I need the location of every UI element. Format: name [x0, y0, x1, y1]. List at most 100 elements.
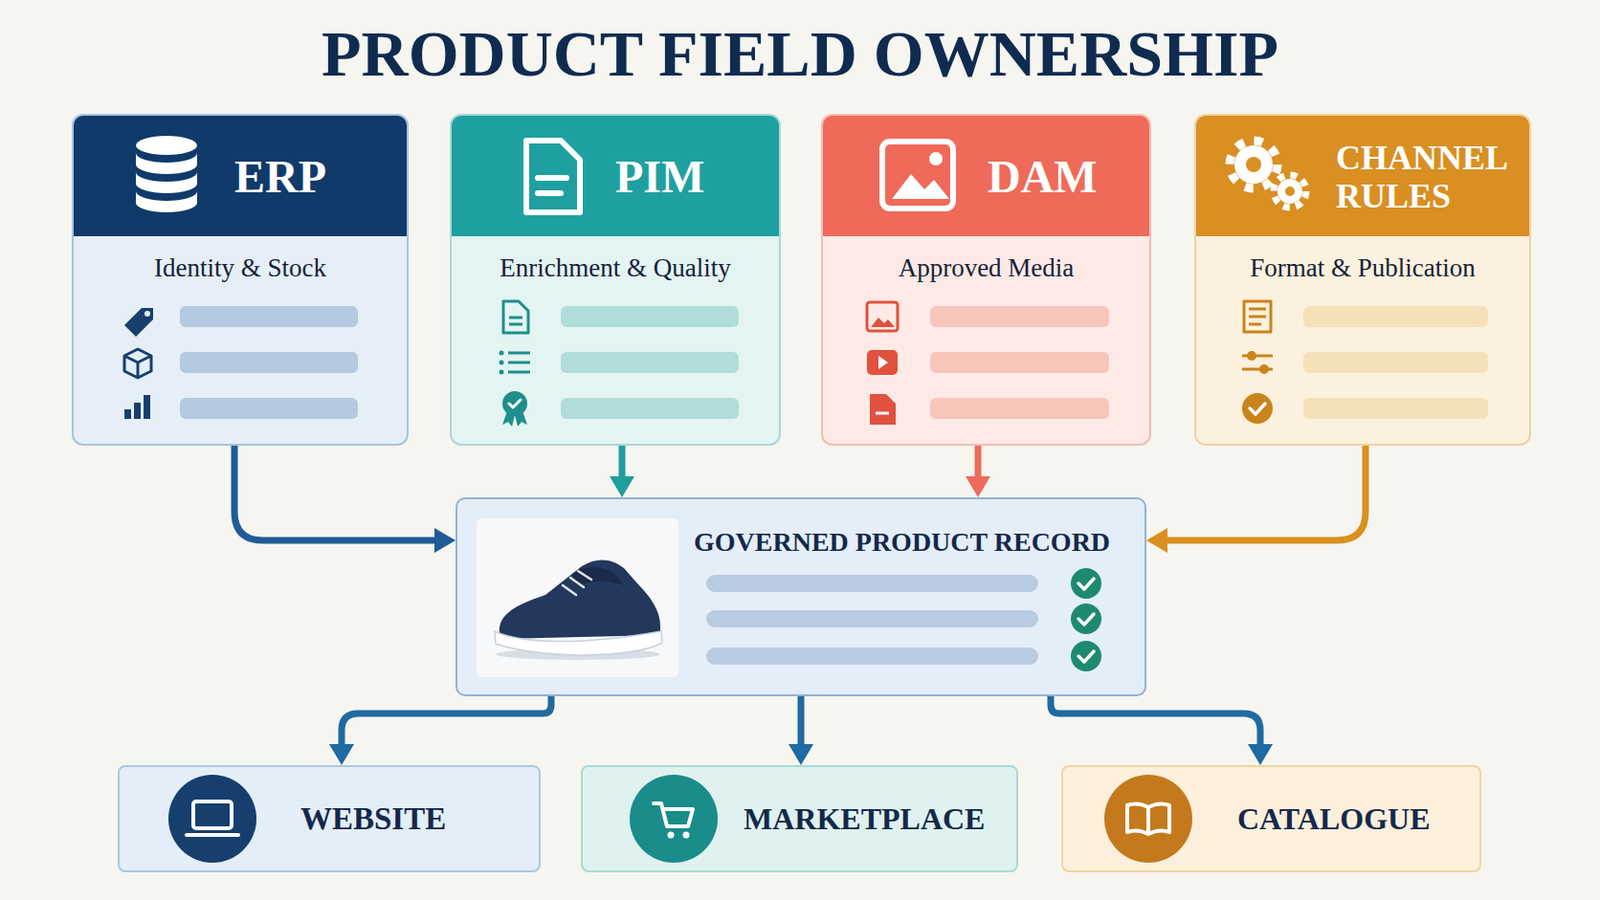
icon-circle — [629, 775, 718, 864]
slider-icon — [1246, 351, 1257, 361]
laptop-icon — [193, 801, 232, 829]
tag-icon — [124, 308, 154, 337]
shoe-shadow — [495, 648, 661, 661]
check-icon — [1070, 641, 1102, 672]
play-icon — [878, 355, 889, 370]
flow-arrow — [234, 445, 456, 554]
shoe-laces — [562, 571, 592, 596]
image-icon — [891, 174, 950, 200]
channel-box: MARKETPLACE — [580, 765, 1019, 873]
card-subtitle: Approved Media — [822, 250, 1150, 286]
image-frame — [476, 518, 679, 678]
laptop-icon — [186, 833, 239, 838]
check-icon — [1070, 603, 1102, 635]
placeholder-bar — [179, 306, 358, 328]
slider-icon — [1242, 355, 1273, 358]
flow-arrow — [329, 696, 552, 766]
card-subtitle: Format & Publication — [1196, 250, 1530, 286]
placeholder-bar — [179, 352, 358, 374]
document-icon — [509, 323, 523, 327]
shoe-illustration — [572, 567, 624, 586]
slider-icon — [1242, 368, 1273, 372]
icon-circle — [1104, 775, 1193, 864]
book-icon — [1127, 803, 1170, 835]
diagram-title: PRODUCT FIELD OWNERSHIP — [0, 13, 1600, 94]
play-icon — [866, 350, 898, 376]
chart-icon — [143, 395, 151, 420]
database-icon — [135, 172, 198, 194]
shoe-sole — [494, 631, 663, 656]
chart-icon — [124, 409, 132, 420]
system-card: PIMEnrichment & Quality — [449, 113, 781, 446]
gear-icon — [1285, 186, 1295, 197]
flow-arrow — [965, 445, 991, 498]
document-icon — [537, 190, 561, 197]
badge-icon — [502, 411, 528, 427]
gear-icon — [1277, 178, 1303, 204]
check-icon — [1242, 393, 1273, 424]
arrow-head — [788, 744, 814, 766]
arrow-head — [329, 744, 355, 766]
check-icon — [1070, 568, 1102, 600]
list-icon — [499, 370, 505, 376]
arrow-line — [341, 696, 552, 748]
image-icon — [870, 317, 895, 328]
arrow-line — [1164, 445, 1366, 541]
placeholder-bar — [930, 306, 1110, 328]
arrow-head — [965, 476, 991, 498]
check-icon — [1078, 614, 1094, 625]
arrow-line — [975, 445, 982, 480]
database-icon — [135, 191, 198, 213]
icon-circle — [168, 775, 257, 864]
list-icon — [499, 351, 505, 356]
document-icon — [1244, 301, 1271, 333]
placeholder-bar — [1303, 398, 1489, 420]
document-icon — [1248, 308, 1267, 312]
arrow-line — [619, 445, 626, 480]
record-box: GOVERNED PRODUCT RECORD — [455, 497, 1147, 697]
box-icon — [124, 349, 152, 378]
arrow-line — [1050, 696, 1261, 748]
flow-arrow — [788, 696, 814, 766]
document-icon — [1248, 315, 1267, 319]
placeholder-bar — [560, 398, 739, 420]
card-title: ERP — [234, 142, 398, 212]
flow-arrow — [1050, 696, 1273, 766]
placeholder-bar — [1303, 352, 1489, 374]
image-icon — [882, 141, 954, 209]
channel-label: MARKETPLACE — [743, 800, 1012, 839]
document-icon — [526, 140, 580, 213]
gear-icon — [1234, 145, 1273, 184]
check-icon — [1078, 651, 1094, 663]
placeholder-bar — [706, 647, 1039, 666]
gear-icon — [1273, 175, 1307, 208]
placeholder-bar — [179, 398, 358, 420]
list-icon — [499, 360, 505, 366]
gear-icon — [1245, 156, 1262, 173]
document-icon — [503, 301, 529, 334]
arrow-head — [434, 528, 456, 554]
channel-box: WEBSITE — [117, 765, 541, 873]
channel-box: CATALOGUE — [1061, 765, 1482, 873]
badge-icon — [502, 391, 528, 417]
list-icon — [508, 361, 531, 365]
card-title: DAM — [987, 142, 1151, 212]
document-icon — [537, 175, 567, 181]
placeholder-bar — [706, 575, 1039, 593]
arrow-line — [234, 445, 438, 541]
card-subtitle: Identity & Stock — [73, 250, 407, 286]
badge-icon — [509, 400, 521, 408]
database-icon — [135, 153, 198, 175]
gear-icon — [1229, 140, 1278, 189]
list-icon — [508, 352, 531, 356]
card-title: CHANNEL RULES — [1335, 138, 1528, 216]
placeholder-bar — [560, 306, 739, 328]
system-card: DAM Approved Media — [821, 113, 1152, 446]
flow-arrow — [609, 445, 635, 498]
list-icon — [508, 371, 531, 375]
placeholder-bar — [706, 610, 1039, 628]
card-subtitle: Enrichment & Quality — [451, 250, 779, 286]
cart-icon — [667, 832, 675, 840]
file-icon — [875, 412, 889, 416]
channel-label: CATALOGUE — [1237, 800, 1477, 839]
